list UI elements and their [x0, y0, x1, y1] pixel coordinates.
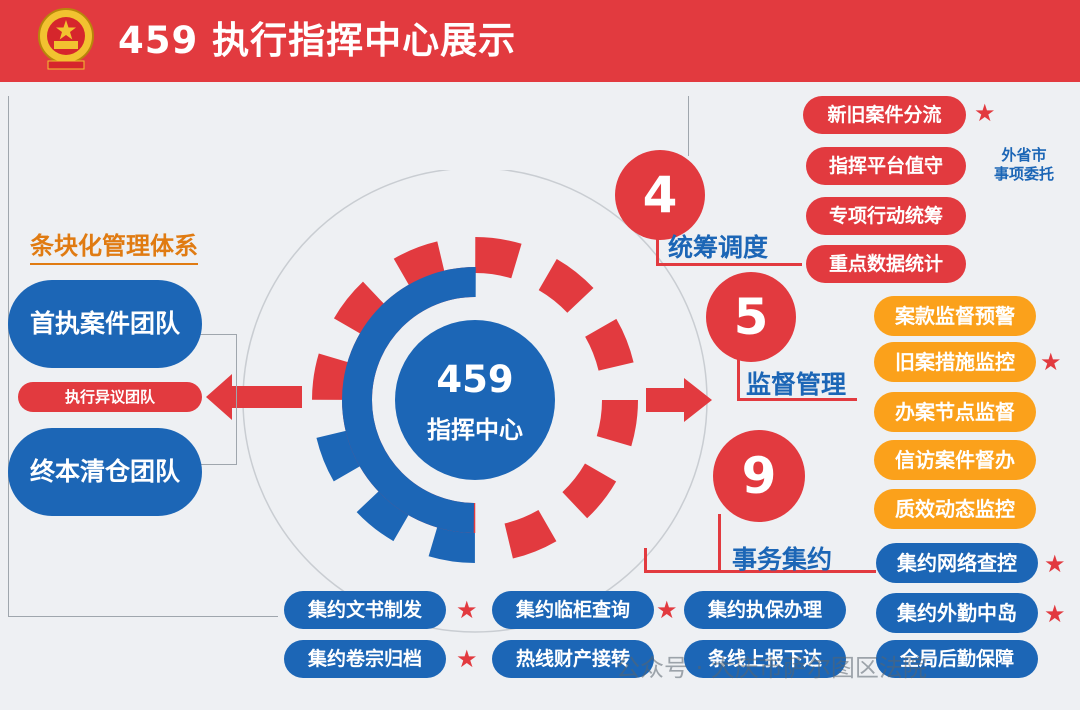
- group-number-5: 5: [706, 272, 796, 362]
- star-icon: ★: [1044, 600, 1066, 628]
- item-new-old-case-split: 新旧案件分流: [803, 96, 966, 134]
- bracket-vertical: [236, 334, 237, 464]
- star-icon: ★: [1040, 348, 1062, 376]
- header-bar: [0, 0, 1080, 82]
- group-5-connector-v: [737, 352, 740, 400]
- team-execution-objection: 执行异议团队: [18, 382, 202, 412]
- team-first-execution: 首执案件团队: [8, 280, 202, 368]
- item-special-action: 专项行动统筹: [806, 197, 966, 235]
- item-hotline-property: 热线财产接转: [492, 640, 654, 678]
- right-arrow-icon: [646, 378, 712, 422]
- bracket-bottom: [200, 464, 237, 465]
- star-icon: ★: [656, 596, 678, 624]
- star-icon: ★: [456, 596, 478, 624]
- item-quality-monitor: 质效动态监控: [874, 489, 1036, 529]
- side-note: 外省市 事项委托: [993, 146, 1054, 183]
- center-label: 指挥中心: [427, 416, 523, 444]
- gear-body-blue: [342, 267, 608, 533]
- group-number-9: 9: [713, 430, 805, 522]
- left-arrow-icon: [206, 374, 302, 420]
- group-category-4: 统筹调度: [668, 233, 769, 262]
- group-number-4: 4: [615, 150, 705, 240]
- national-emblem-icon: [38, 8, 94, 70]
- item-old-case-monitor: 旧案措施监控: [874, 342, 1036, 382]
- group-category-5: 监督管理: [746, 370, 847, 399]
- bracket-top: [200, 334, 237, 335]
- item-key-data-stats: 重点数据统计: [806, 245, 966, 283]
- page-title: 459 执行指挥中心展示: [118, 19, 517, 62]
- gear-diagram: [242, 170, 708, 633]
- center-disc: [395, 320, 555, 480]
- item-document-issuance: 集约文书制发: [284, 591, 446, 629]
- item-case-node-supervision: 办案节点监督: [874, 392, 1036, 432]
- group-5-connector-h: [737, 398, 857, 401]
- item-platform-duty: 指挥平台值守: [806, 147, 966, 185]
- item-file-archiving: 集约卷宗归档: [284, 640, 446, 678]
- group-9-connector-v: [718, 514, 721, 570]
- item-field-center: 集约外勤中岛: [876, 593, 1038, 633]
- watermark: 公众号 · 大庆市萨尔图区法院: [616, 654, 927, 682]
- section-title: 条块化管理体系: [30, 226, 198, 265]
- frame-line-right: [688, 96, 689, 156]
- star-icon: ★: [456, 645, 478, 673]
- frame-line-left: [8, 96, 9, 616]
- group-9-connector-left: [644, 548, 647, 573]
- group-category-9: 事务集约: [732, 545, 833, 574]
- item-preservation: 集约执保办理: [684, 591, 846, 629]
- item-logistics: 全局后勤保障: [876, 640, 1038, 678]
- team-final-clearance: 终本清仓团队: [8, 428, 202, 516]
- group-4-connector-v: [656, 228, 659, 266]
- item-network-control: 集约网络查控: [876, 543, 1038, 583]
- star-icon: ★: [974, 99, 996, 127]
- item-counter-inquiry: 集约临柜查询: [492, 591, 654, 629]
- frame-line-bottom: [8, 616, 278, 617]
- item-payment-warning: 案款监督预警: [874, 296, 1036, 336]
- item-petition-case: 信访案件督办: [874, 440, 1036, 480]
- group-9-connector-h: [644, 570, 876, 573]
- item-report-dispatch: 条线上报下达: [684, 640, 846, 678]
- star-icon: ★: [1044, 550, 1066, 578]
- center-number: 459: [436, 358, 514, 401]
- group-4-connector-h: [656, 263, 802, 266]
